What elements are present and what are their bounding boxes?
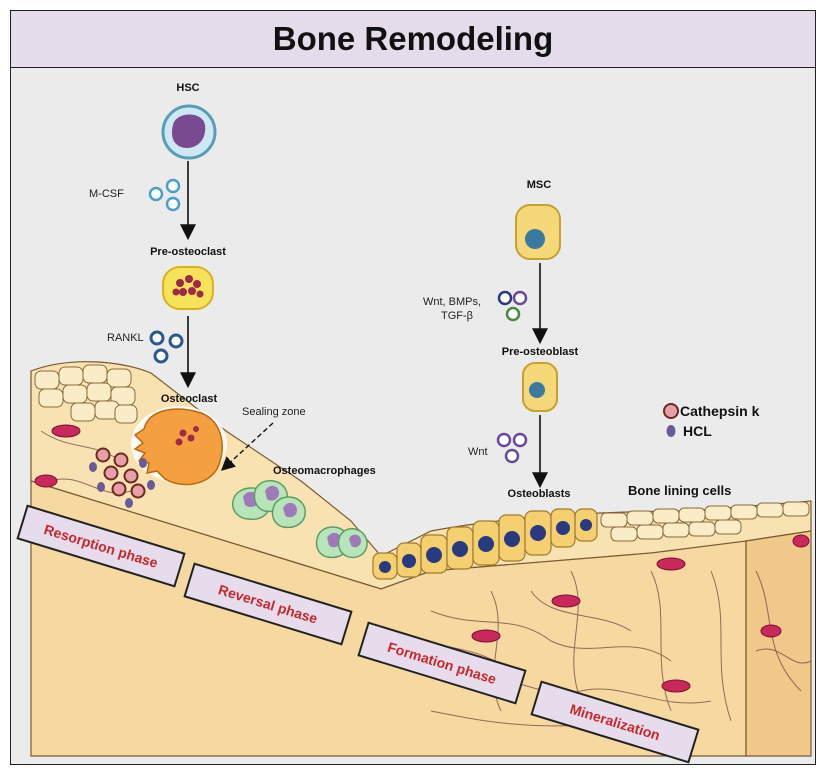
osteocyte [657, 558, 685, 570]
hcl-swatch [667, 425, 676, 437]
preosteoclast-label: Pre-osteoclast [150, 246, 226, 258]
osteocyte [52, 425, 80, 437]
tgf-beta-label: TGF-β [441, 310, 473, 322]
legend: Cathepsin k HCL [664, 403, 760, 439]
osteocyte [472, 630, 500, 642]
bone-remodeling-diagram: HSC M-CSF Pre-osteoclast [11, 11, 816, 765]
osteocyte [662, 680, 690, 692]
preosteoblast-label: Pre-osteoblast [502, 346, 579, 358]
preosteoblast-cell [523, 363, 557, 411]
wnt-molecules [498, 434, 526, 462]
hsc-cell [163, 106, 215, 158]
rankl-label: RANKL [107, 332, 144, 344]
figure-frame: Bone Remodeling [10, 10, 816, 765]
osteocyte [793, 535, 809, 547]
legend-item-hcl: HCL [667, 423, 713, 439]
osteocyte [35, 475, 57, 487]
msc-label: MSC [527, 179, 552, 191]
legend-label: Cathepsin k [680, 403, 760, 419]
legend-label: HCL [683, 423, 712, 439]
osteomacrophage [338, 529, 367, 558]
wnt-label: Wnt [468, 446, 488, 458]
osteomacrophage [272, 497, 305, 527]
osteoblast-lineage: MSC Wnt, BMPs, TGF-β Pre-osteoblast Wnt [373, 179, 597, 579]
osteocyte [761, 625, 781, 637]
m-csf-molecules [150, 180, 179, 210]
m-csf-label: M-CSF [89, 188, 124, 200]
bone-side-face [746, 531, 811, 756]
preosteoclast-cell [163, 267, 213, 309]
osteoclast-label: Osteoclast [161, 393, 218, 405]
cathepsin-k-swatch [664, 404, 678, 418]
wnt-bmps-label: Wnt, BMPs, [423, 296, 481, 308]
hsc-label: HSC [176, 82, 199, 94]
wnt-bmps-molecules [499, 292, 526, 320]
sealing-zone-label: Sealing zone [242, 406, 306, 418]
bone-lining-cells-label: Bone lining cells [628, 483, 731, 498]
rankl-molecules [151, 332, 182, 362]
legend-item-cathepsin-k: Cathepsin k [664, 403, 760, 419]
msc-cell [516, 205, 560, 259]
osteoblasts-label: Osteoblasts [508, 488, 571, 500]
osteomacrophages-label: Osteomacrophages [273, 465, 376, 477]
osteocyte [552, 595, 580, 607]
